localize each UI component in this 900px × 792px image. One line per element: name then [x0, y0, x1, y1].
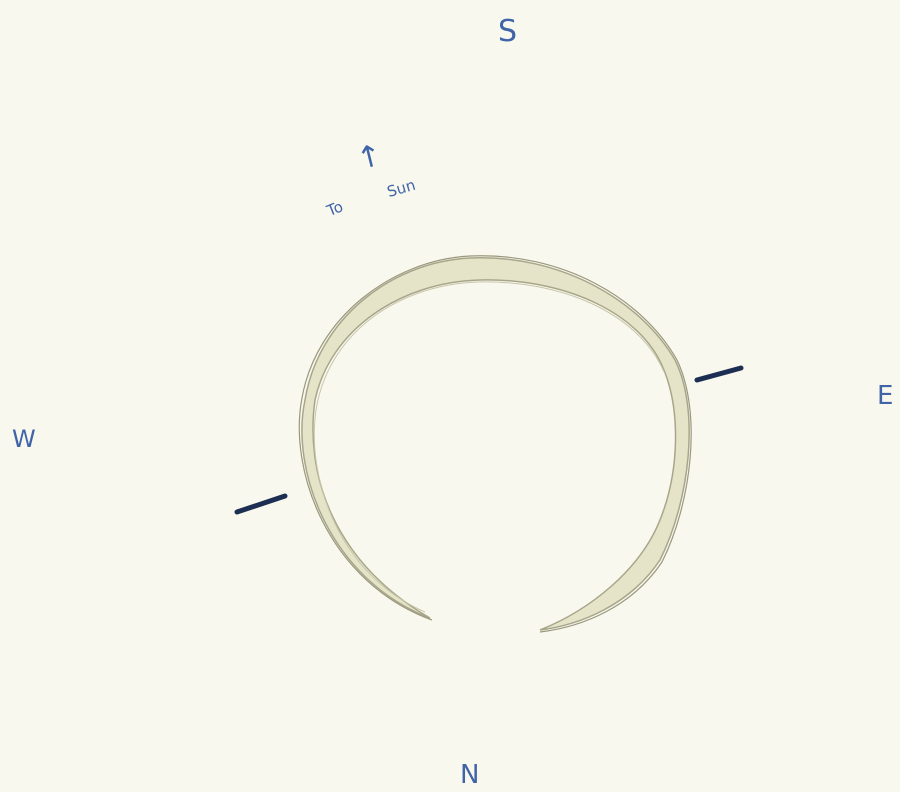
direction-south-label: S	[498, 14, 517, 49]
crescent-inner-edge	[314, 282, 664, 612]
direction-west-label: W	[12, 425, 36, 453]
direction-east-label: E	[877, 381, 893, 411]
direction-north-label: N	[460, 760, 479, 790]
west-tick-mark	[237, 496, 285, 512]
east-tick-mark	[697, 368, 741, 380]
